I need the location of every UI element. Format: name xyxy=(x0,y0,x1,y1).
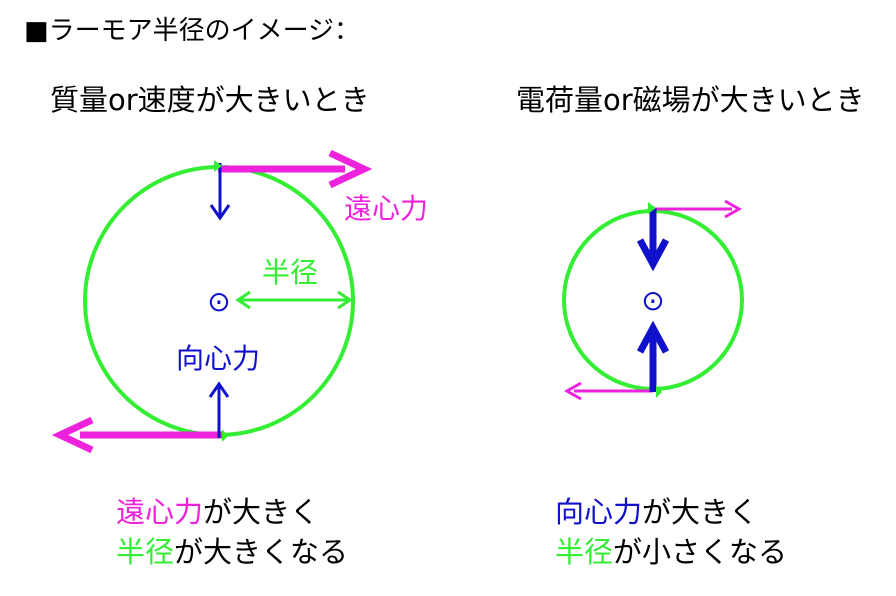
right-center-symbol: ⊙ xyxy=(641,284,664,317)
left-caption-line2-accent: 半径 xyxy=(116,535,175,569)
left-caption-line2-rest: が大きくなる xyxy=(174,535,349,569)
right-caption-line2-accent: 半径 xyxy=(555,535,614,569)
left-centripetal-label: 向心力 xyxy=(176,342,260,375)
right-caption-line2-rest: が小さくなる xyxy=(613,535,788,569)
left-bottom-tick xyxy=(222,429,228,442)
left-centrifugal-label: 遠心力 xyxy=(344,192,428,225)
left-top-tick xyxy=(214,160,222,172)
left-top-velocity-arrowhead xyxy=(328,149,373,189)
right-heading: 電荷量or磁場が大きいとき xyxy=(516,83,865,117)
left-bottom-velocity-arrowhead xyxy=(51,416,94,454)
left-radius-label: 半径 xyxy=(262,256,318,289)
left-heading: 質量or速度が大きいとき xyxy=(50,83,370,117)
left-top-force-arrowhead xyxy=(209,204,231,221)
slide-title: ■ラーモア半径のイメージ： xyxy=(24,16,361,46)
left-radius-arrowhead-right xyxy=(337,290,353,310)
right-caption-line1-accent: 向心力 xyxy=(555,495,643,529)
left-caption-line2: 半径が大きくなる xyxy=(116,538,348,567)
left-diagram: ⊙ 遠心力 半径 向心力 xyxy=(51,149,428,454)
right-bottom-force-arrowhead xyxy=(636,320,670,354)
left-caption-line1: 遠心力が大きく xyxy=(116,498,319,527)
right-bottom-tick xyxy=(656,385,662,398)
left-center-symbol: ⊙ xyxy=(207,285,230,318)
left-caption-line1-rest: が大きく xyxy=(203,495,320,529)
right-diagram: ⊙ xyxy=(562,199,744,401)
right-caption-line1: 向心力が大きく xyxy=(555,498,758,527)
left-caption-line1-accent: 遠心力 xyxy=(116,495,204,529)
right-top-velocity-arrowhead xyxy=(724,199,743,219)
left-bottom-force-arrowhead xyxy=(208,381,230,398)
right-bottom-velocity-arrowhead xyxy=(563,381,582,401)
right-top-tick xyxy=(648,202,656,214)
right-caption-line2: 半径が小さくなる xyxy=(555,538,787,567)
right-caption-line1-rest: が大きく xyxy=(642,495,759,529)
right-top-force-arrowhead xyxy=(636,238,670,272)
left-radius-arrowhead-left xyxy=(235,290,251,310)
